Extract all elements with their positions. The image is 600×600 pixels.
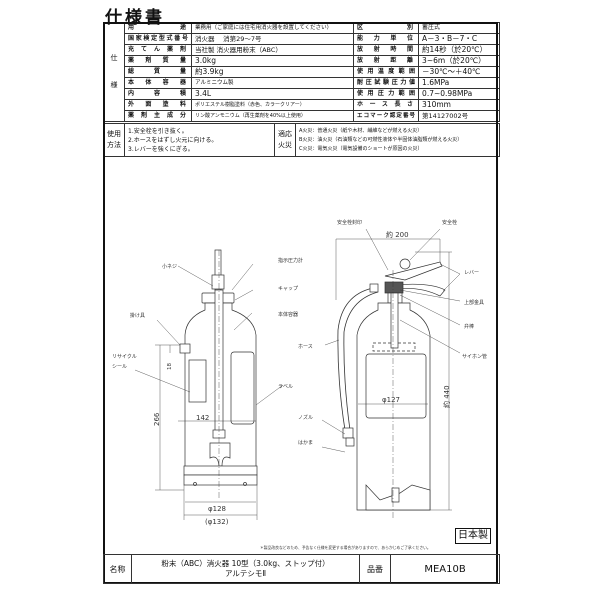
label-label: ラベル xyxy=(278,384,293,390)
product-name-line1: 粉末（ABC）消火器 10型（3.0kg、ストップ付） xyxy=(161,559,330,568)
usage-label-line2: 方法 xyxy=(107,141,121,149)
label-pin-seal: 安全栓封印 xyxy=(337,219,362,226)
label-gauge: 指示圧力計 xyxy=(278,257,303,264)
label-cap: キャップ xyxy=(278,286,298,292)
usage-steps: 1.安全栓を引き抜く。 2.ホースをはずし火元に向ける。 3.レバーを強くにぎる… xyxy=(124,123,275,157)
disclaimer-note: ＊製品改良などのため、予告なく仕様を変更する場合がありますので、あらかじめご了承… xyxy=(260,545,431,550)
product-code: MEA10B xyxy=(390,554,500,584)
code-label: 品番 xyxy=(359,554,391,584)
dim-outer-dia: (φ132) xyxy=(205,518,229,526)
fire-label-line2: 火災 xyxy=(278,141,292,149)
spec-label2: エコマーク認定番号 xyxy=(353,110,420,122)
fire-type: C火災：電気火災（電気設備のショートが原因の火災） xyxy=(299,145,423,152)
label-valve: 弁棒 xyxy=(464,323,474,330)
fire-type: B火災：油火災（石油類などの可燃性液体や半固体油脂類が燃える火災） xyxy=(299,136,463,143)
leader-lines xyxy=(134,228,461,453)
dim-body-dia: φ127 xyxy=(382,396,400,404)
made-in-japan-badge: 日本製 xyxy=(455,528,491,544)
dim-span: 142 xyxy=(196,414,209,422)
spec-value: リン酸アンモニウム（再生薬剤を40%以上使用） xyxy=(190,110,355,122)
label-screw: 小ネジ xyxy=(162,263,177,270)
name-label: 名称 xyxy=(103,554,132,584)
spec-row: 充てん薬剤 当社製 消火器用粉末（ABC） 放射時間 約14秒（於20℃） xyxy=(104,44,500,56)
product-name: 粉末（ABC）消火器 10型（3.0kg、ストップ付） アルテシモⅡ xyxy=(131,554,360,584)
label-hose: ホース xyxy=(298,344,313,350)
fire-types: A火災：普通火災（紙や木材、繊維などが燃える火災） B火災：油火災（石油類などの… xyxy=(295,123,500,157)
front-view-extinguisher xyxy=(179,249,258,500)
label-nozzle: ノズル xyxy=(298,414,313,421)
technical-drawing: 小ネジ 指示圧力計 キャップ 本体容器 掛け具 リサイクル シール ラベル 安全… xyxy=(112,219,487,526)
label-skirt: はかま xyxy=(298,439,313,446)
side-label-top: 仕 xyxy=(110,54,118,62)
dim-height-side: 約 440 xyxy=(442,385,451,408)
usage-step: 1.安全栓を引き抜く。 xyxy=(128,127,188,135)
fire-type: A火災：普通火災（紙や木材、繊維などが燃える火災） xyxy=(299,127,423,134)
label-lever: レバー xyxy=(464,270,479,276)
spec-row: 仕 様 用途 業務用（ご家庭には住宅用消火器を設置してください） 区別 蓄圧式 xyxy=(103,22,500,122)
label-pin: 安全栓 xyxy=(442,219,457,226)
dim-base-dia: φ128 xyxy=(208,505,226,513)
side-dimensions xyxy=(335,238,452,511)
label-top-fitting: 上部金具 xyxy=(464,299,484,306)
fire-label-line1: 適応 xyxy=(278,130,292,138)
usage-table: 使用 方法 1.安全栓を引き抜く。 2.ホースをはずし火元に向ける。 3.レバー… xyxy=(103,123,500,157)
side-view-extinguisher xyxy=(337,258,446,520)
spec-table: 仕 様 用途 業務用（ご家庭には住宅用消火器を設置してください） 区別 蓄圧式 … xyxy=(103,22,500,122)
label-hook: 掛け具 xyxy=(130,312,145,319)
spec-value2: 第14127002号 xyxy=(418,110,500,122)
usage-step: 2.ホースをはずし火元に向ける。 xyxy=(128,136,218,144)
dim-height-front: 266 xyxy=(153,412,161,426)
dim-width: 約 200 xyxy=(386,230,409,239)
front-dimensions xyxy=(155,344,258,520)
label-body: 本体容器 xyxy=(278,311,298,318)
spec-row: 本体容器 アルミニウム製 耐圧試験圧力値 1.6MPa xyxy=(104,77,500,89)
footer-table: 名称 粉末（ABC）消火器 10型（3.0kg、ストップ付） アルテシモⅡ 品番… xyxy=(103,554,500,584)
usage-step: 3.レバーを強くにぎる。 xyxy=(128,145,194,153)
label-recycle-2: シール xyxy=(112,364,127,370)
spec-row: 薬剤主成分 リン酸アンモニウム（再生薬剤を40%以上使用） エコマーク認定番号 … xyxy=(104,110,500,122)
usage-label-line1: 使用 xyxy=(107,130,121,138)
spec-row: 総質量 約3.9kg 使用温度範囲 －30℃～＋40℃ xyxy=(104,66,500,78)
product-name-line2: アルテシモⅡ xyxy=(224,569,267,578)
label-recycle-1: リサイクル xyxy=(112,354,137,360)
dim-hook-offset: 18 xyxy=(167,363,173,370)
spec-row: 内容積 3.4L 使用圧力範囲 0.7~0.98MPa xyxy=(104,88,500,100)
side-label-bottom: 様 xyxy=(110,81,118,89)
label-siphon: サイホン管 xyxy=(462,353,487,360)
